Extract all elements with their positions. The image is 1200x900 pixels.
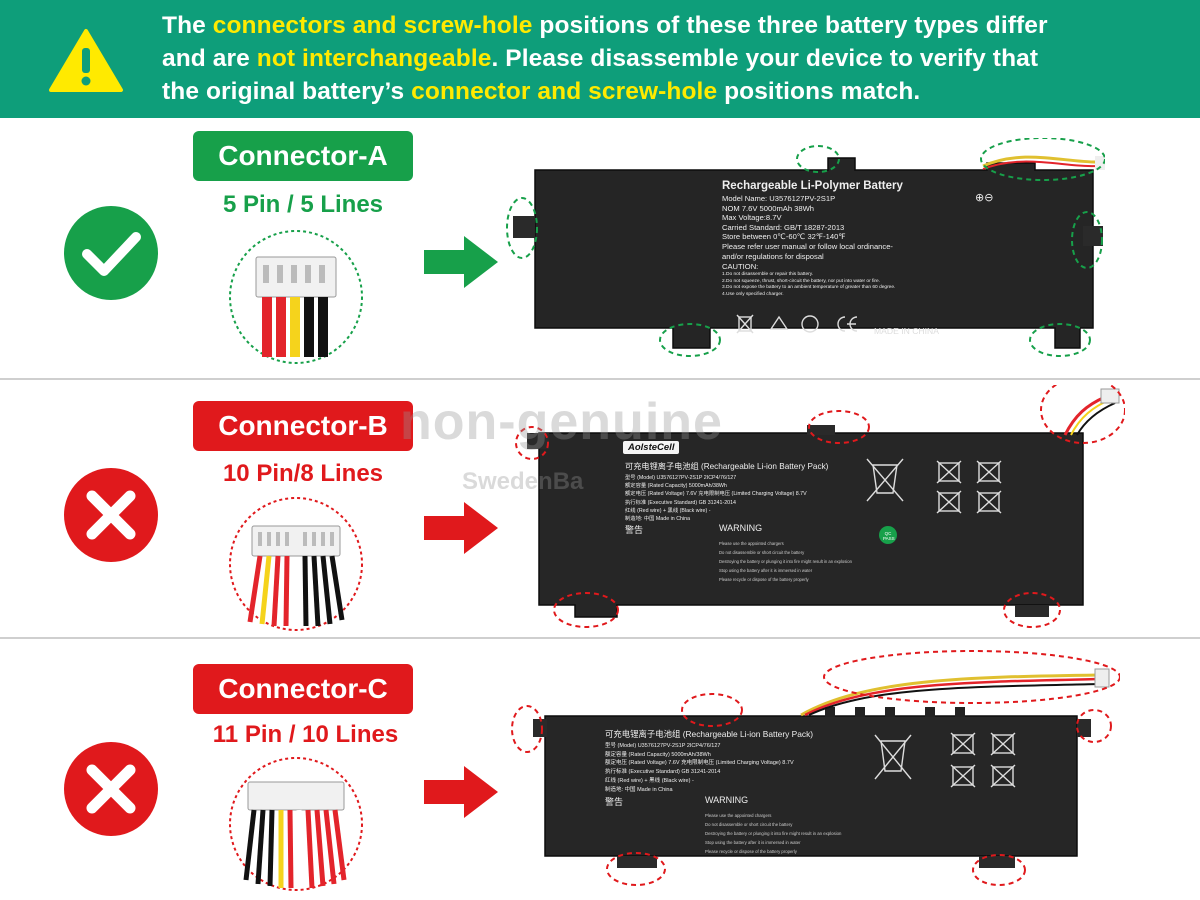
watermark: non-genuine xyxy=(400,393,723,451)
pin-count: 10 Pin/8 Lines xyxy=(222,460,384,487)
label-line: 制造地: 中国 Made in China xyxy=(625,516,691,523)
label-line: Max Voltage:8.7V xyxy=(722,213,782,223)
caution-line: 3.Do not expose the battery to an ambien… xyxy=(722,285,896,291)
battery-c: 可充电锂离子电池组 (Rechargeable Li-ion Battery P… xyxy=(505,649,1120,899)
made-in-label: MADE IN CHINA xyxy=(874,326,939,336)
warning-list: Please use the appointed chargers Do not… xyxy=(719,539,869,584)
label-title: Rechargeable Li-Polymer Battery xyxy=(722,180,903,192)
label-title: 可充电锂离子电池组 (Rechargeable Li-ion Battery P… xyxy=(605,729,814,739)
row-divider xyxy=(0,637,1200,639)
checkmark-icon xyxy=(64,206,158,300)
connector-label: Connector-B xyxy=(193,401,413,451)
battery-c-label: 可充电锂离子电池组 (Rechargeable Li-ion Battery P… xyxy=(605,728,845,794)
label-line: Please refer user manual or follow local… xyxy=(722,241,893,251)
right-arrow-icon xyxy=(424,766,498,818)
battery-b: AolsteCell QC PASS 可充电锂离子电池组 (Rechargeab… xyxy=(505,385,1125,630)
warning-line: Please recycle or dispose of the battery… xyxy=(705,849,797,854)
label-line: 执行标准 (Executive Standard) GB 31241-2014 xyxy=(605,769,721,776)
row-divider xyxy=(0,378,1200,380)
right-arrow-icon xyxy=(424,502,498,554)
caution-heading: CAUTION: xyxy=(722,262,759,272)
battery-b-body xyxy=(515,385,1125,628)
caution-line: 2.Do not squeeze, thrust, short-circuit … xyxy=(722,278,881,284)
label-title: 可充电锂离子电池组 (Rechargeable Li-ion Battery P… xyxy=(625,462,829,471)
warning-line: Destroying the battery or plunging it in… xyxy=(705,831,842,836)
label-line: 红线 (Red wire) + 黑线 (Black wire) - xyxy=(605,777,694,784)
warning-line: Please use the appointed chargers xyxy=(705,813,772,818)
warning-heading-cn: 警告 xyxy=(625,525,644,535)
label-line: 红线 (Red wire) + 黑线 (Black wire) - xyxy=(625,507,711,514)
battery-c-body xyxy=(511,650,1120,886)
label-line: and/or regulations for disposal xyxy=(722,251,824,261)
right-arrow-icon xyxy=(424,236,498,288)
row-connector-b: Connector-B 10 Pin/8 Lines xyxy=(0,380,1200,640)
warning-line: Do not disassemble or short circuit the … xyxy=(705,822,793,827)
cross-icon xyxy=(64,742,158,836)
connector-a-photo xyxy=(229,230,363,364)
warning-line: Stop using the battery after it is immer… xyxy=(719,568,813,573)
pin-count: 5 Pin / 5 Lines xyxy=(222,191,384,218)
label-line: Model Name: U3576127PV-2S1P xyxy=(722,194,836,203)
certification-icons xyxy=(736,314,858,334)
caution-line: 4.Use only specified charger. xyxy=(722,292,784,298)
connector-label: Connector-C xyxy=(193,664,413,714)
cross-icon xyxy=(64,468,158,562)
label-line: 额定电压 (Rated Voltage) 7.6V 充电限制电压 (Limite… xyxy=(605,760,794,767)
caution-line: 1.Do not disassemble or repair this batt… xyxy=(722,271,814,277)
warning-line: Destroying the battery or plunging it in… xyxy=(719,559,852,564)
battery-b-label: 可充电锂离子电池组 (Rechargeable Li-ion Battery P… xyxy=(625,460,855,523)
label-line: 制造地: 中国 Made in China xyxy=(605,786,673,793)
label-line: Store between 0℃-60℃ 32℉-140℉ xyxy=(722,232,846,242)
warning-line: Stop using the battery after it is immer… xyxy=(705,840,801,845)
row-connector-a: Connector-A 5 Pin / 5 Lines R xyxy=(0,118,1200,378)
label-line: 额定电压 (Rated Voltage) 7.6V 充电限制电压 (Limite… xyxy=(625,491,807,498)
notice-text: The connectors and screw-hole positions … xyxy=(162,12,1048,105)
warning-list: Please use the appointed chargers Do not… xyxy=(705,811,865,856)
pin-count: 11 Pin / 10 Lines xyxy=(212,721,399,748)
warning-line: Please recycle or dispose of the battery… xyxy=(719,577,809,582)
connector-label: Connector-A xyxy=(193,131,413,181)
row-connector-c: Connector-C 11 Pin / 10 Lines xyxy=(0,639,1200,899)
label-line: 额定容量 (Rated Capacity) 5000mAh/38Wh xyxy=(625,483,727,490)
battery-a-label: Rechargeable Li-Polymer Battery Model Na… xyxy=(722,180,982,299)
label-line: 型号 (Model) U3576127PV-2S1P 2ICP4/76/127 xyxy=(605,743,721,749)
connector-c-photo xyxy=(229,757,363,891)
notice-banner: The connectors and screw-hole positions … xyxy=(0,0,1200,118)
battery-a: Rechargeable Li-Polymer Battery Model Na… xyxy=(505,138,1105,363)
label-line: 额定容量 (Rated Capacity) 5000mAh/38Wh xyxy=(605,751,711,758)
warning-line: Do not disassemble or short circuit the … xyxy=(719,550,805,555)
warning-triangle-icon xyxy=(49,29,123,92)
warning-line: Please use the appointed chargers xyxy=(719,541,784,546)
battery-a-body xyxy=(506,138,1105,357)
label-line: Carried Standard: GB/T 18287-2013 xyxy=(722,222,845,232)
brand-logo: AolsteCell xyxy=(623,441,680,454)
warning-heading: WARNING xyxy=(719,523,763,533)
qc-pass-badge: QC PASS xyxy=(883,531,895,541)
warning-heading: WARNING xyxy=(705,795,749,805)
watermark-sub: SwedenBa xyxy=(462,468,584,495)
label-line: 型号 (Model) U3576127PV-2S1P 2ICP4/76/127 xyxy=(625,475,737,481)
label-line: NOM 7.6V 5000mAh 38Wh xyxy=(722,203,815,213)
label-line: 执行标准 (Executive Standard) GB 31241-2014 xyxy=(625,499,736,506)
polarity-mark: ⊕⊖ xyxy=(975,192,994,204)
connector-b-photo xyxy=(229,497,363,631)
warning-heading-cn: 警告 xyxy=(605,797,624,807)
